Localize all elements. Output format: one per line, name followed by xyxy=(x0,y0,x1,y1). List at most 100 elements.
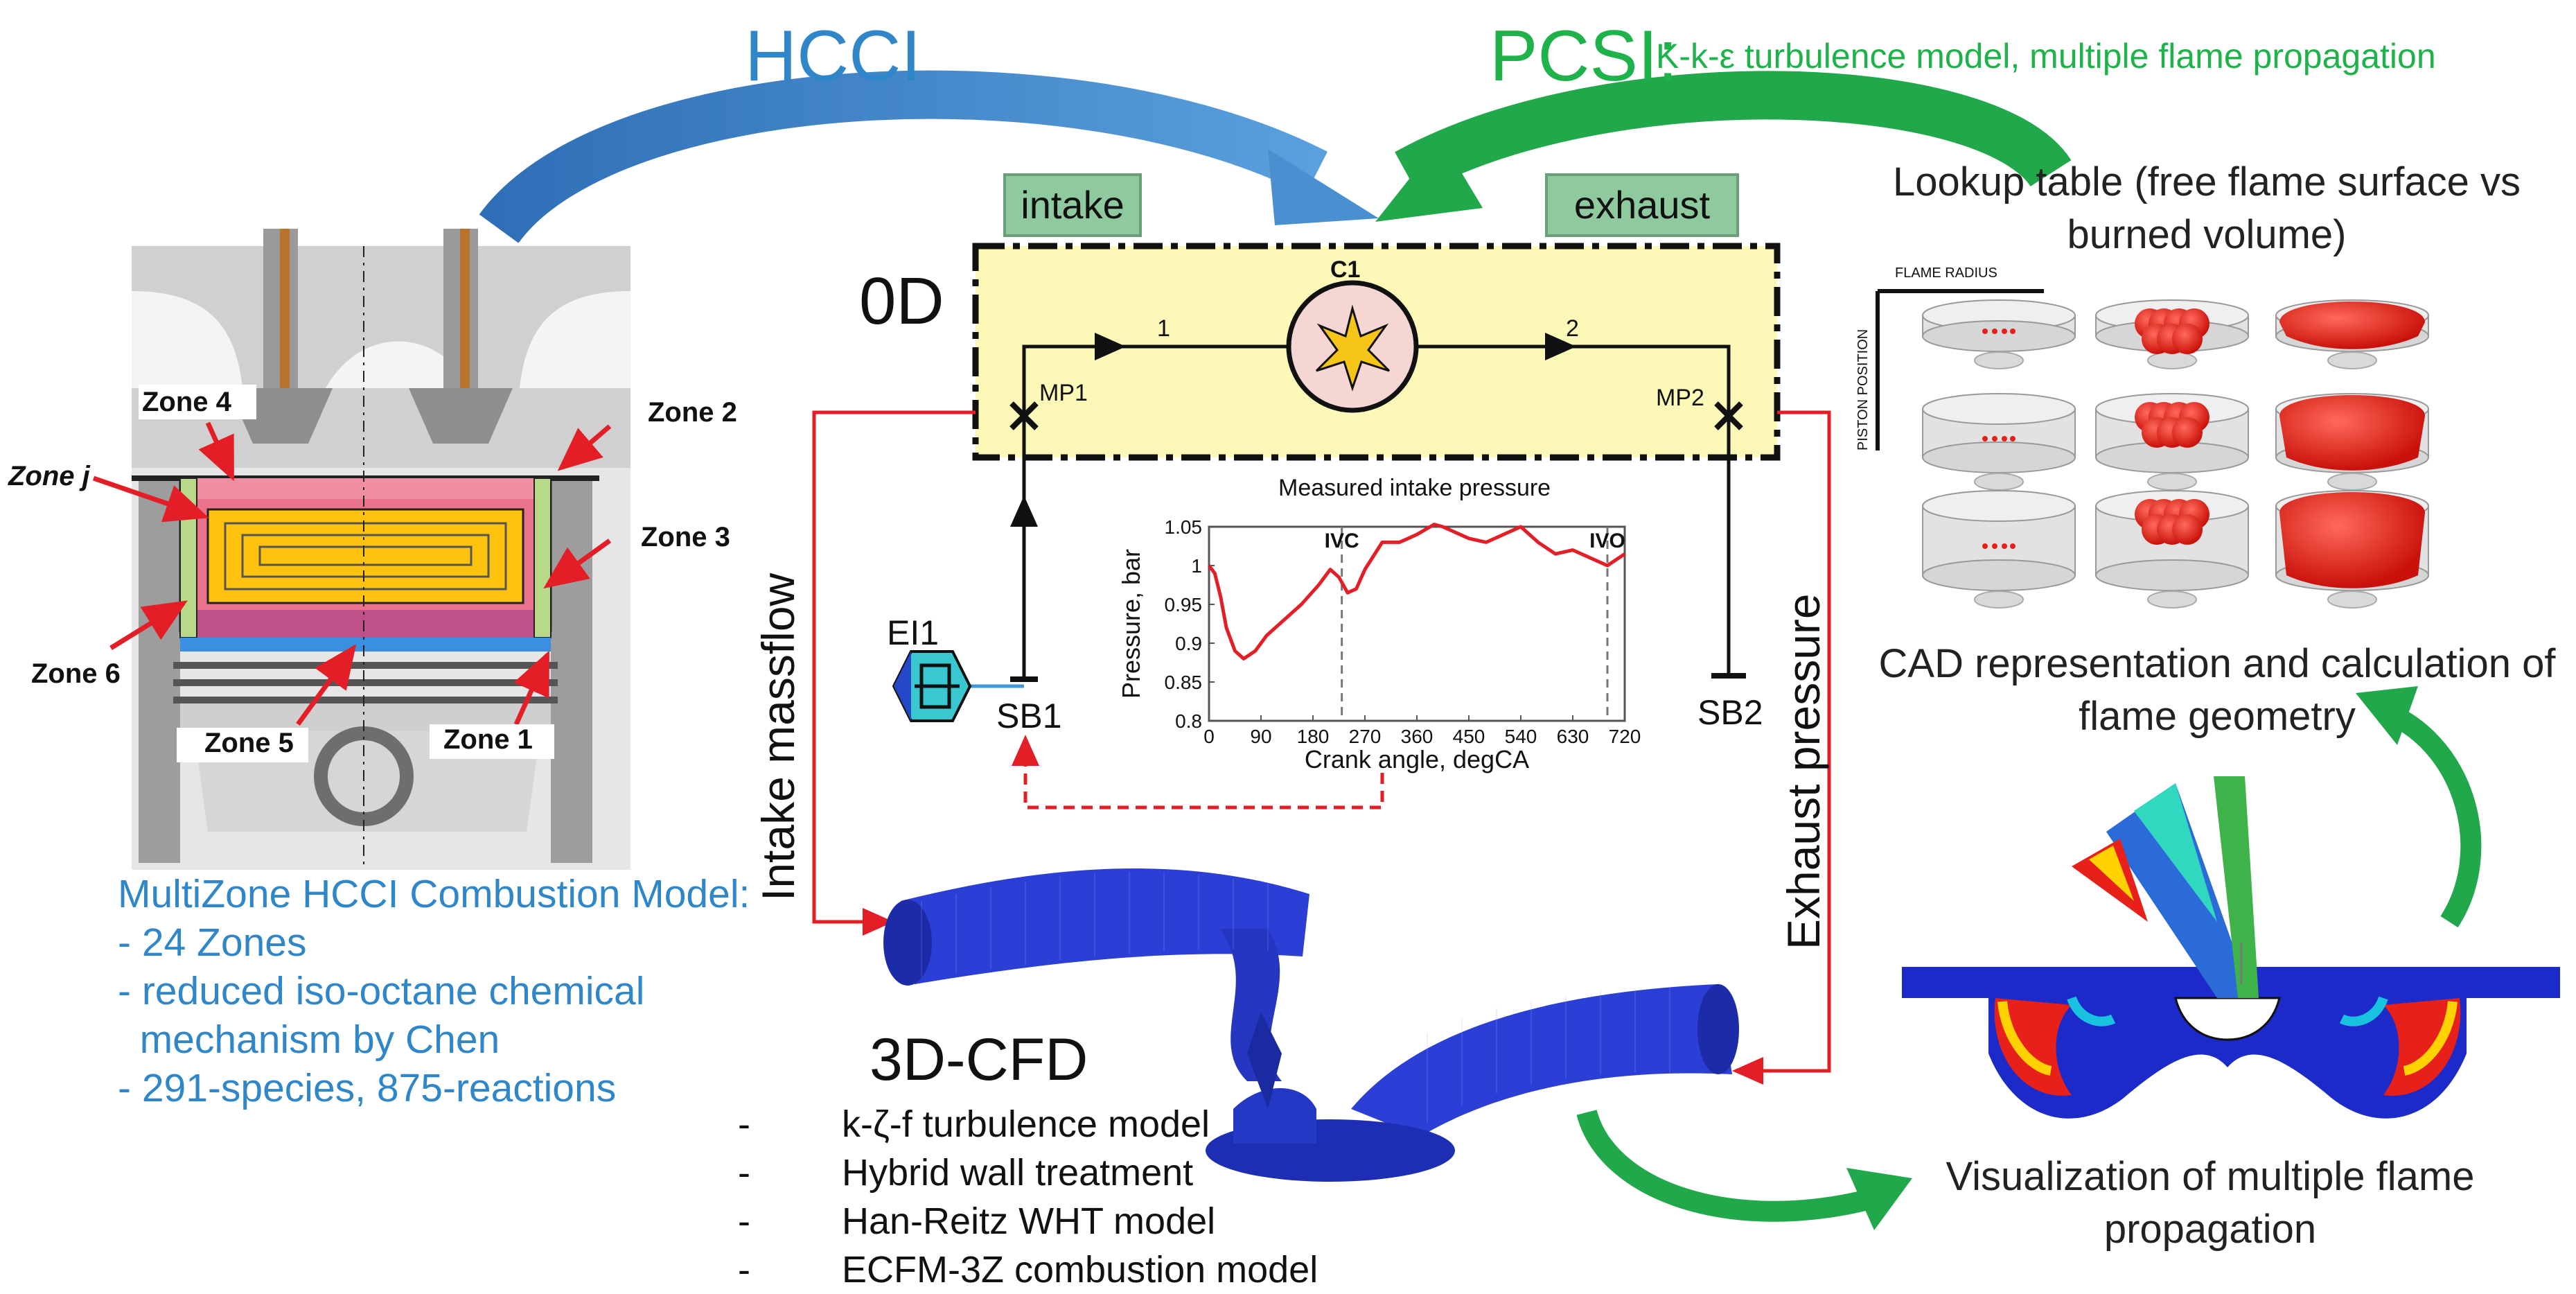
cylinder-bottom xyxy=(1922,320,2076,352)
flame-visualization xyxy=(1902,776,2560,1119)
y-tick-label: 1 xyxy=(1191,555,1202,577)
x-tick-label: 0 xyxy=(1203,726,1215,747)
pcsi-title: PCSI: xyxy=(1490,16,1678,96)
zone-j-label: Zone j xyxy=(8,461,91,491)
piston-bowl xyxy=(2147,473,2197,491)
marker-label: IVO xyxy=(1589,530,1625,552)
engine-cross-section xyxy=(92,229,630,870)
y-tick-label: 0.8 xyxy=(1175,710,1202,732)
cfd-text: 3D-CFD -k-ζ-f turbulence model -Hybrid w… xyxy=(738,1026,1318,1294)
x-tick-label: 90 xyxy=(1250,726,1271,747)
cfd-item: -Han-Reitz WHT model xyxy=(738,1200,1216,1242)
flame-sphere xyxy=(2172,324,2203,354)
pcsi-subtitle: K-k-ε turbulence model, multiple flame p… xyxy=(1656,37,2436,76)
multizone-item: mechanism by Chen xyxy=(118,1017,500,1062)
flame-kernel xyxy=(2010,436,2015,441)
flame-kernel xyxy=(1992,436,1997,441)
cylinder-bottom xyxy=(1922,441,2076,473)
cylinder-top xyxy=(1922,393,2076,425)
multizone-title: MultiZone HCCI Combustion Model: xyxy=(118,872,750,916)
flame-kernel xyxy=(1992,329,1997,334)
flame-front xyxy=(2279,395,2425,471)
exhaust-pressure-label: Exhaust pressure xyxy=(1778,593,1829,950)
lookup-table-title: Lookup table (free flame surface vs burn… xyxy=(1893,159,2521,257)
flame-kernel xyxy=(2002,436,2007,441)
cylinder-bottom xyxy=(2095,559,2249,591)
chart-y-axis-label: Pressure, bar xyxy=(1117,549,1145,699)
flame-front xyxy=(2279,301,2425,349)
flame-kernel xyxy=(1982,436,1988,441)
flame-radius-axis-label: FLAME RADIUS xyxy=(1895,265,1997,281)
zone-4-label: Zone 4 xyxy=(142,387,232,417)
green-cycle-arrows xyxy=(1576,686,2482,1230)
cylinder-top xyxy=(1922,490,2076,522)
c1-label: C1 xyxy=(1330,256,1360,283)
piston-bowl xyxy=(1974,591,2024,609)
chart-x-axis-label: Crank angle, degCA xyxy=(1305,745,1529,773)
cylinder-bottom xyxy=(1922,559,2076,591)
ei1-label: EI1 xyxy=(887,613,939,652)
pipe-1-label: 1 xyxy=(1157,315,1170,342)
intake-massflow-label: Intake massflow xyxy=(752,572,804,901)
zone-5-label: Zone 5 xyxy=(204,728,294,758)
pipe-2-label: 2 xyxy=(1566,315,1579,342)
piston-bowl xyxy=(2147,591,2197,609)
pcsi-curved-arrow xyxy=(1375,71,2072,222)
flame-sphere xyxy=(2172,514,2203,545)
piston-bowl xyxy=(2327,591,2377,609)
chart-title: Measured intake pressure xyxy=(1278,475,1551,501)
multizone-model-text: MultiZone HCCI Combustion Model: - 24 Zo… xyxy=(118,870,750,1112)
hcci-curved-arrow xyxy=(479,70,1379,244)
x-tick-label: 270 xyxy=(1349,726,1382,747)
y-tick-label: 0.95 xyxy=(1165,594,1203,615)
zone-2-label: Zone 2 xyxy=(648,397,737,428)
cfd-item: -Hybrid wall treatment xyxy=(738,1152,1194,1194)
x-tick-label: 540 xyxy=(1505,726,1537,747)
flame-kernel xyxy=(2010,543,2015,549)
cad-caption: CAD representation and calculation of fl… xyxy=(1878,641,2556,739)
y-tick-label: 0.85 xyxy=(1165,672,1203,693)
marker-label: IVC xyxy=(1325,530,1359,552)
x-tick-label: 720 xyxy=(1609,726,1641,747)
piston-position-axis-label: PISTON POSITION xyxy=(1855,329,1871,451)
flame-front xyxy=(2279,492,2425,588)
intake-tag: intake xyxy=(1003,173,1142,237)
zone-3-label: Zone 3 xyxy=(641,522,730,552)
piston-bowl xyxy=(1974,473,2024,491)
mp1-label: MP1 xyxy=(1039,380,1088,406)
ei1-icon xyxy=(892,650,1024,722)
cfd-item: -k-ζ-f turbulence model xyxy=(738,1103,1210,1145)
cfd-mesh xyxy=(883,868,1739,1182)
zone-6-label: Zone 6 xyxy=(31,658,121,689)
zero-d-network xyxy=(1009,333,1746,682)
multizone-item: - 24 Zones xyxy=(118,920,307,965)
y-tick-label: 1.05 xyxy=(1165,516,1203,538)
hcci-title: HCCI xyxy=(745,16,921,96)
cfd-title: 3D-CFD xyxy=(870,1026,1088,1093)
multizone-item: - 291-species, 875-reactions xyxy=(118,1066,617,1110)
piston-bowl xyxy=(1974,351,2024,369)
exhaust-tag: exhaust xyxy=(1545,173,1739,237)
flame-kernel xyxy=(1982,329,1988,334)
piston-bowl xyxy=(2327,473,2377,491)
x-tick-label: 630 xyxy=(1557,726,1589,747)
flame-kernel xyxy=(2010,329,2015,334)
flame-kernel xyxy=(2002,543,2007,549)
lookup-table-images: FLAME RADIUS PISTON POSITION xyxy=(1855,265,2429,609)
flame-kernel xyxy=(1992,543,1997,549)
y-tick-label: 0.9 xyxy=(1175,633,1202,654)
series-line xyxy=(1207,523,1626,661)
cfd-item: -ECFM-3Z combustion model xyxy=(738,1249,1318,1291)
flame-kernel xyxy=(1982,543,1988,549)
sb2-label: SB2 xyxy=(1697,693,1763,732)
x-tick-label: 180 xyxy=(1297,726,1330,747)
x-tick-label: 360 xyxy=(1401,726,1433,747)
mp2-label: MP2 xyxy=(1656,385,1704,411)
cylinder-c1 xyxy=(1286,280,1419,413)
flame-kernel xyxy=(2002,329,2007,334)
zone-1-label: Zone 1 xyxy=(443,724,533,755)
x-tick-label: 450 xyxy=(1453,726,1485,747)
piston-bowl xyxy=(2327,351,2377,369)
multizone-item: - reduced iso-octane chemical xyxy=(118,969,645,1013)
